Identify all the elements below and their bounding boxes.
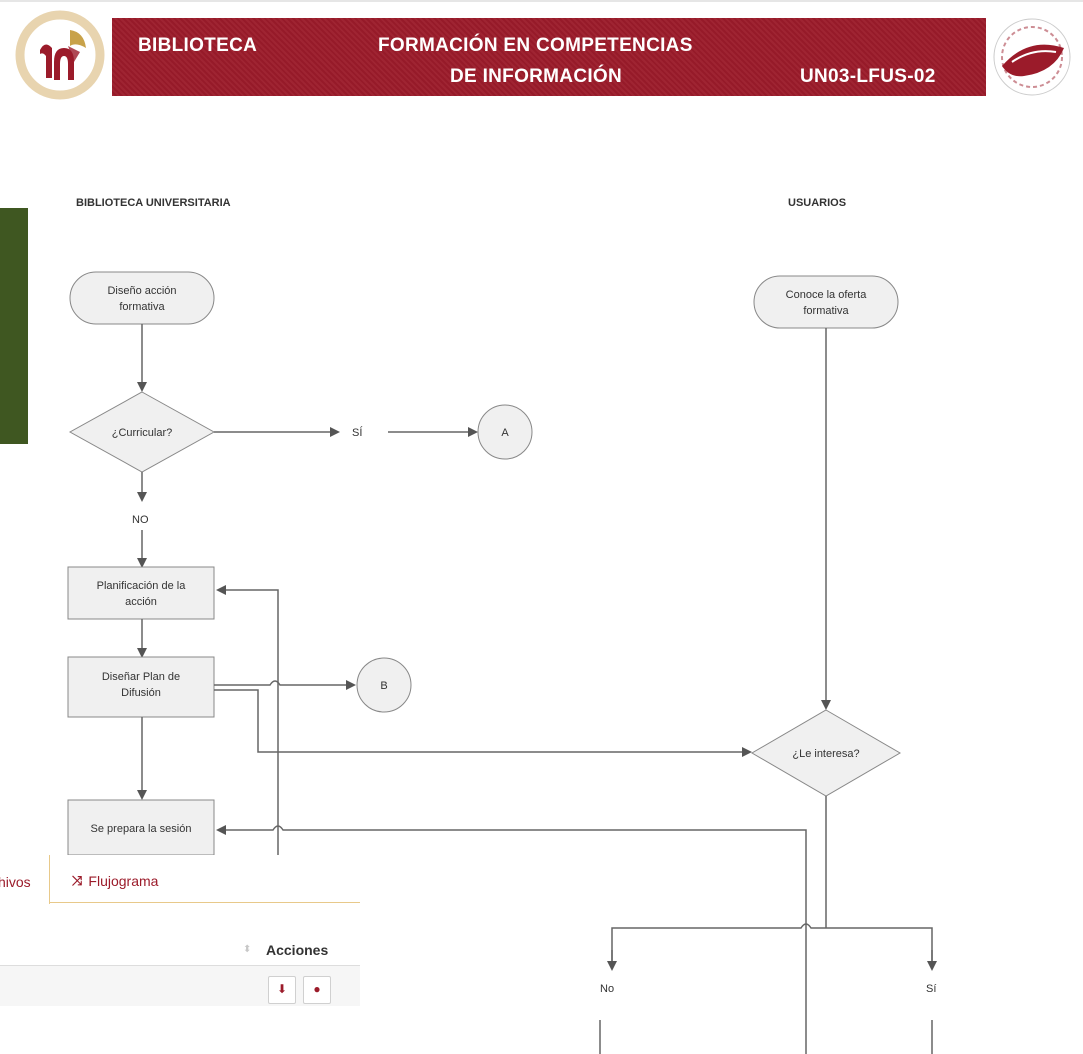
user-icon: ● — [313, 982, 321, 996]
tab-archivos[interactable]: hivos — [0, 855, 50, 904]
banner-code: UN03-LFUS-02 — [800, 66, 936, 87]
shuffle-icon: ⤨ — [72, 873, 83, 888]
start-diseno-accion: Diseño acción formativa — [69, 271, 215, 325]
table-header: ⬍ Acciones — [0, 932, 360, 966]
start-conoce-oferta: Conoce la oferta formativa — [753, 275, 899, 329]
label-si-lower: Sí — [926, 983, 936, 995]
box-se-prepara: Se prepara la sesión — [67, 799, 215, 856]
connector-b-label: B — [380, 680, 387, 692]
decision-curricular: ¿Curricular? — [68, 391, 216, 473]
decision-curricular-label: ¿Curricular? — [112, 427, 173, 439]
banner-title-line1: FORMACIÓN EN COMPETENCIAS — [378, 35, 693, 56]
box-planificacion-line2: acción — [125, 596, 157, 608]
banner-title-line2: DE INFORMACIÓN — [450, 66, 623, 87]
decision-le-interesa: ¿Le interesa? — [751, 709, 901, 797]
tab-archivos-label: hivos — [0, 874, 31, 890]
connector-a-label: A — [501, 427, 509, 439]
top-divider — [0, 0, 1083, 2]
biblioteca-badge-logo — [993, 18, 1071, 96]
university-seal-logo — [15, 10, 105, 100]
label-no-lower: No — [600, 983, 614, 995]
decision-interesa-label: ¿Le interesa? — [792, 748, 859, 760]
connector-a: A — [477, 404, 533, 460]
box-planificacion: Planificación de la acción — [67, 566, 215, 620]
side-green-panel — [0, 208, 28, 444]
tab-flujograma-label: Flujograma — [88, 873, 159, 889]
download-icon: ⬇ — [276, 982, 288, 996]
lane-biblioteca-title: BIBLIOTECA UNIVERSITARIA — [76, 197, 231, 209]
box-planificacion-line1: Planificación de la — [97, 580, 187, 592]
label-no: NO — [132, 514, 149, 526]
user-button[interactable]: ● — [303, 976, 331, 1004]
banner-biblioteca: BIBLIOTECA — [138, 35, 258, 56]
table-row — [0, 966, 360, 1006]
label-si: SÍ — [352, 426, 363, 439]
start-conoce-line2: formativa — [803, 305, 849, 317]
tabs-panel: hivos ⤨ Flujograma ⬍ Acciones ⬇ ● — [0, 855, 360, 1054]
start-conoce-line1: Conoce la oferta — [786, 289, 868, 301]
sort-icon[interactable]: ⬍ — [243, 944, 252, 955]
box-prepara-label: Se prepara la sesión — [91, 823, 192, 835]
lane-usuarios-title: USUARIOS — [788, 197, 846, 209]
box-disenar-line1: Diseñar Plan de — [102, 671, 180, 683]
connector-b: B — [356, 657, 412, 713]
tab-underline — [49, 902, 360, 903]
start-diseno-line1: Diseño acción — [107, 285, 176, 297]
header-banner: BIBLIOTECA FORMACIÓN EN COMPETENCIAS DE … — [112, 18, 986, 96]
box-disenar-plan: Diseñar Plan de Difusión — [67, 656, 215, 718]
tab-flujograma[interactable]: ⤨ Flujograma — [72, 873, 158, 889]
download-button[interactable]: ⬇ — [268, 976, 296, 1004]
acciones-header: Acciones — [266, 942, 329, 958]
box-disenar-line2: Difusión — [121, 687, 161, 699]
start-diseno-line2: formativa — [119, 301, 165, 313]
